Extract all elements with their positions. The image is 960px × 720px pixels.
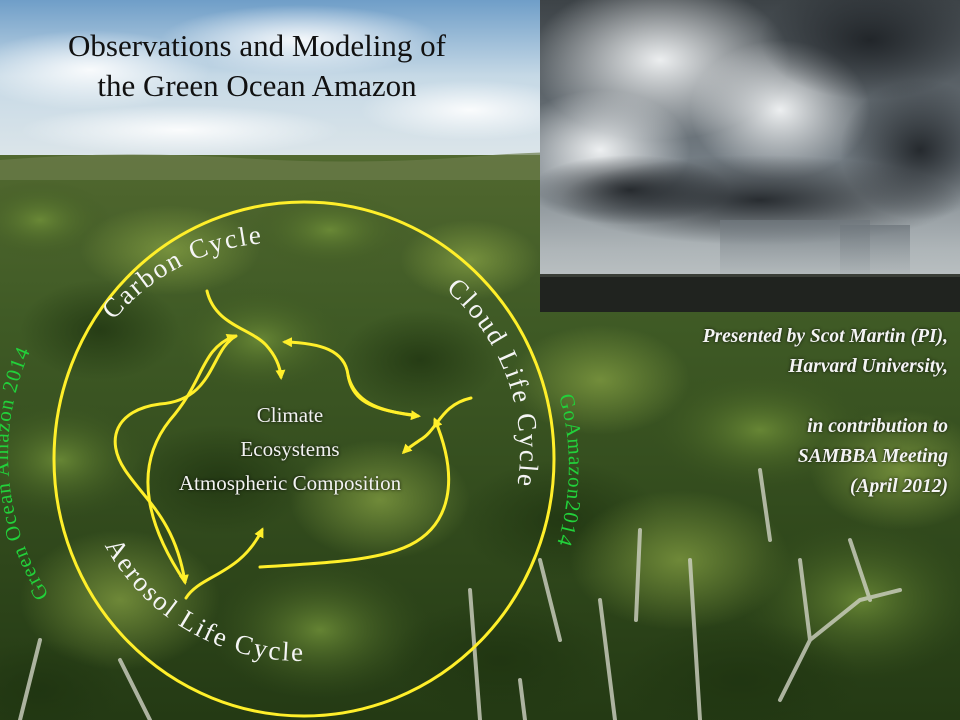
arrow-carbon-to-center <box>205 289 286 380</box>
arrow-aerosol-to-carbon <box>146 334 237 584</box>
credit-date: (April 2012) <box>849 476 948 497</box>
arrow-carbon-to-cloud <box>346 373 421 421</box>
title-line-2: the Green Ocean Amazon <box>97 68 417 103</box>
center-climate: Climate <box>256 403 324 427</box>
credit-presenter: Presented by Scot Martin (PI), <box>702 326 948 347</box>
credit-meeting: SAMBBA Meeting <box>797 446 948 467</box>
green-ocean-amazon-label: Green Ocean Amazon 2014 <box>0 343 53 605</box>
aerosol-life-cycle-label: Aerosol Life Cycle <box>99 533 305 667</box>
center-ecosystems: Ecosystems <box>240 437 340 461</box>
slide-title: Observations and Modeling of the Green O… <box>22 26 492 106</box>
credit-affiliation: Harvard University, <box>788 356 948 377</box>
arrow-aerosol-to-cloud <box>258 417 451 569</box>
center-atmospheric-composition: Atmospheric Composition <box>178 471 402 495</box>
arrow-carbon-to-aerosol <box>113 334 238 585</box>
credit-spacer <box>568 382 948 412</box>
cycle-ring <box>52 200 556 718</box>
presenter-credit: Presented by Scot Martin (PI), Harvard U… <box>568 322 948 502</box>
arrow-aerosol-up <box>184 527 264 600</box>
credit-contribution: in contribution to <box>807 416 948 437</box>
arrow-cloud-inner <box>401 396 473 455</box>
flow-arrows <box>113 289 473 600</box>
title-line-1: Observations and Modeling of <box>68 28 446 63</box>
storm-cloud-photo <box>540 0 960 312</box>
center-topics: Climate Ecosystems Atmospheric Compositi… <box>110 398 470 500</box>
storm-cloud-image <box>540 0 960 312</box>
